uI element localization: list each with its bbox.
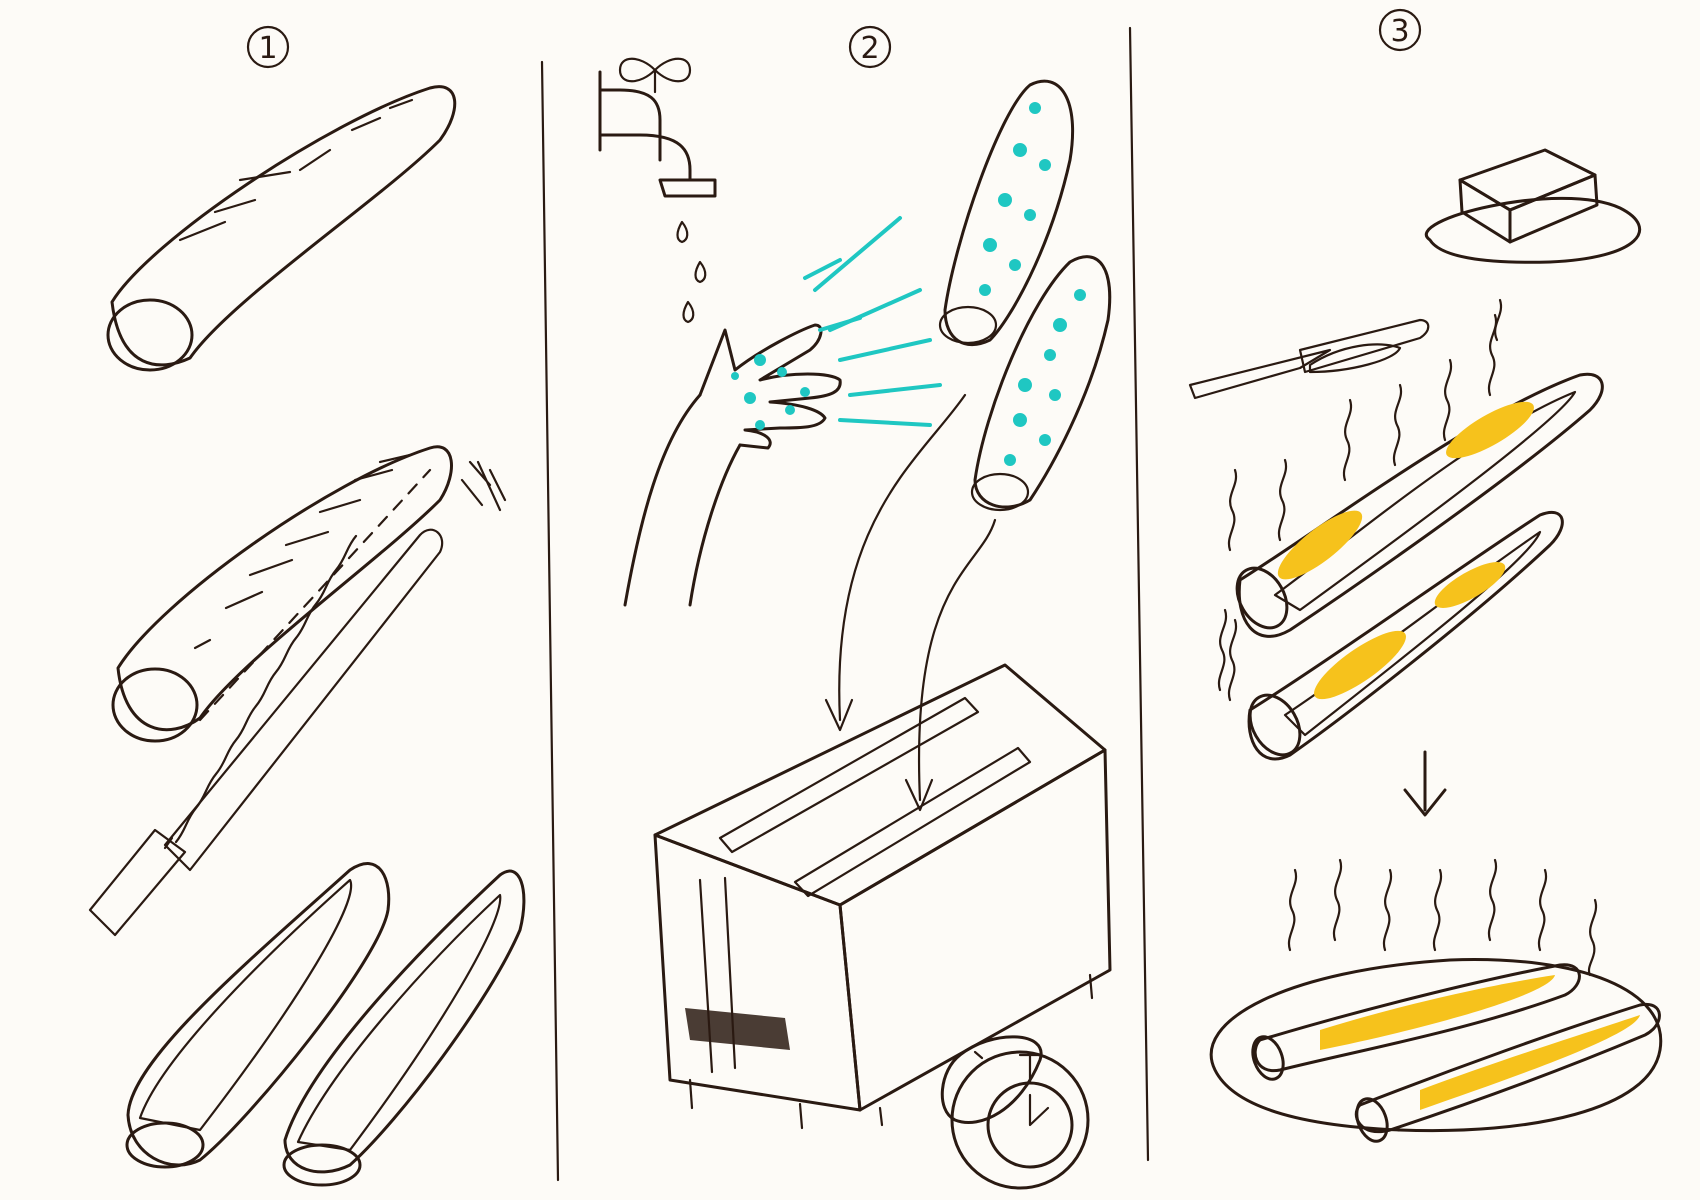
serving-plate <box>1209 958 1663 1133</box>
svg-text:3: 3 <box>1390 14 1409 49</box>
svg-text:2: 2 <box>860 31 879 66</box>
wet-bread-half-top <box>938 79 1075 346</box>
stopwatch-icon <box>940 1035 1090 1190</box>
baguette-slicing <box>111 445 507 743</box>
wet-hand <box>623 323 842 607</box>
faucet <box>598 57 717 198</box>
water-drops <box>676 220 707 324</box>
arrow-to-toaster-left <box>824 393 967 732</box>
step-1-label: 1 <box>246 25 290 69</box>
steam-lines-bottom <box>1287 858 1598 977</box>
toasted-bread-half-bottom <box>1354 1002 1661 1143</box>
baguette-half-left <box>125 862 391 1169</box>
panel-divider-left <box>540 60 560 1182</box>
step-2-label: 2 <box>848 25 892 69</box>
arrow-to-toaster-right <box>904 518 997 812</box>
svg-text:1: 1 <box>258 31 277 66</box>
baguette-half-right <box>282 869 526 1187</box>
toasted-bread-half-top <box>1251 963 1581 1081</box>
baguette-whole <box>106 85 457 372</box>
panel-divider-right <box>1128 26 1150 1162</box>
butter-knife <box>1188 318 1430 400</box>
bread-knife <box>88 528 444 937</box>
arrow-down <box>1403 750 1447 817</box>
step-3-label: 3 <box>1378 8 1422 52</box>
wet-bread-half-bottom <box>970 255 1112 512</box>
steam-lines-top <box>1217 298 1503 692</box>
buttered-bread-half-bottom <box>1227 510 1564 761</box>
water-spray <box>803 216 942 427</box>
buttered-bread-half-top <box>1235 372 1604 638</box>
toaster <box>653 663 1112 1130</box>
butter-dish <box>1425 148 1641 264</box>
